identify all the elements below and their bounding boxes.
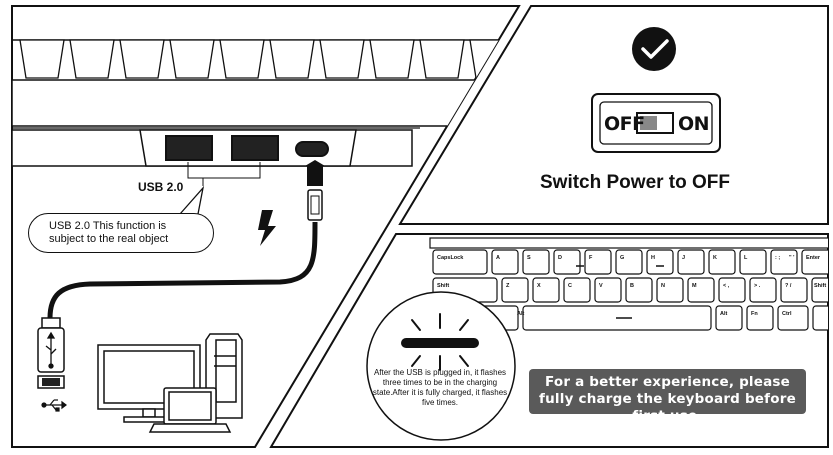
keyboard-panel-frame	[269, 233, 829, 448]
plug-arrow	[305, 160, 325, 186]
left-panel-frame	[11, 5, 521, 448]
key-j: J	[682, 255, 685, 261]
switch-panel-frame	[398, 5, 829, 225]
key-slash: ? /	[785, 283, 792, 289]
key-enter: Enter	[806, 255, 821, 261]
callout-pointer	[179, 185, 205, 215]
key-ctrl: Ctrl	[782, 311, 792, 317]
key-fn: Fn	[751, 311, 758, 317]
power-switch	[591, 93, 721, 153]
usb-bracket	[187, 162, 261, 179]
switch-off-label: OFF	[604, 113, 645, 135]
key-g: G	[620, 255, 624, 261]
usb-port-1	[165, 135, 213, 161]
key-left-alt: Alt	[517, 311, 525, 317]
key-k: K	[713, 255, 717, 261]
keyboard-side-view	[12, 39, 519, 167]
usb-icon	[45, 331, 57, 369]
key-c: C	[568, 283, 572, 289]
switch-slider	[640, 116, 657, 130]
usb-callout: USB 2.0 This function is subject to the …	[28, 213, 214, 253]
desktop-computer-icon	[97, 333, 243, 433]
key-s: S	[527, 255, 531, 261]
key-n: N	[661, 283, 665, 289]
key-h: H	[651, 255, 655, 261]
key-a: A	[496, 255, 500, 261]
switch-title: Switch Power to OFF	[540, 172, 731, 193]
keycap-row	[19, 39, 515, 79]
key-b: B	[630, 283, 634, 289]
usb-symbol-icon	[41, 399, 67, 412]
key-d: D	[558, 255, 562, 261]
usb-cable	[47, 221, 318, 319]
key-right-shift: Shift	[814, 283, 826, 289]
key-z: Z	[506, 283, 510, 289]
usb-port-2	[231, 135, 279, 161]
key-left-shift: Shift	[437, 283, 449, 289]
key-capslock: CapsLock	[437, 255, 464, 261]
charging-led-icon	[401, 313, 479, 371]
key-v: V	[599, 283, 603, 289]
key-period: > .	[754, 283, 761, 289]
charge-tip-banner: For a better experience, please fully ch…	[529, 369, 806, 424]
keyboard-top-view: CapsLock A S D F G H J K L : ; " ' Enter…	[429, 237, 828, 331]
usb-2-label: USB 2.0	[138, 180, 184, 194]
check-icon	[632, 27, 676, 71]
usb-callout-text: USB 2.0 This function is subject to the …	[49, 220, 169, 245]
key-m: M	[692, 283, 697, 289]
key-comma: < ,	[723, 283, 730, 289]
led-description: After the USB is plugged in, it flashes …	[372, 368, 508, 407]
key-semicolon: : ;	[775, 255, 780, 261]
key-quote: " '	[789, 255, 795, 261]
switch-on-label: ON	[678, 113, 710, 135]
key-right-alt: Alt	[720, 311, 728, 317]
key-x: X	[537, 283, 541, 289]
key-l: L	[744, 255, 748, 261]
usb-c-port	[295, 141, 329, 157]
key-f: F	[589, 255, 593, 261]
lightning-icon	[258, 210, 276, 246]
